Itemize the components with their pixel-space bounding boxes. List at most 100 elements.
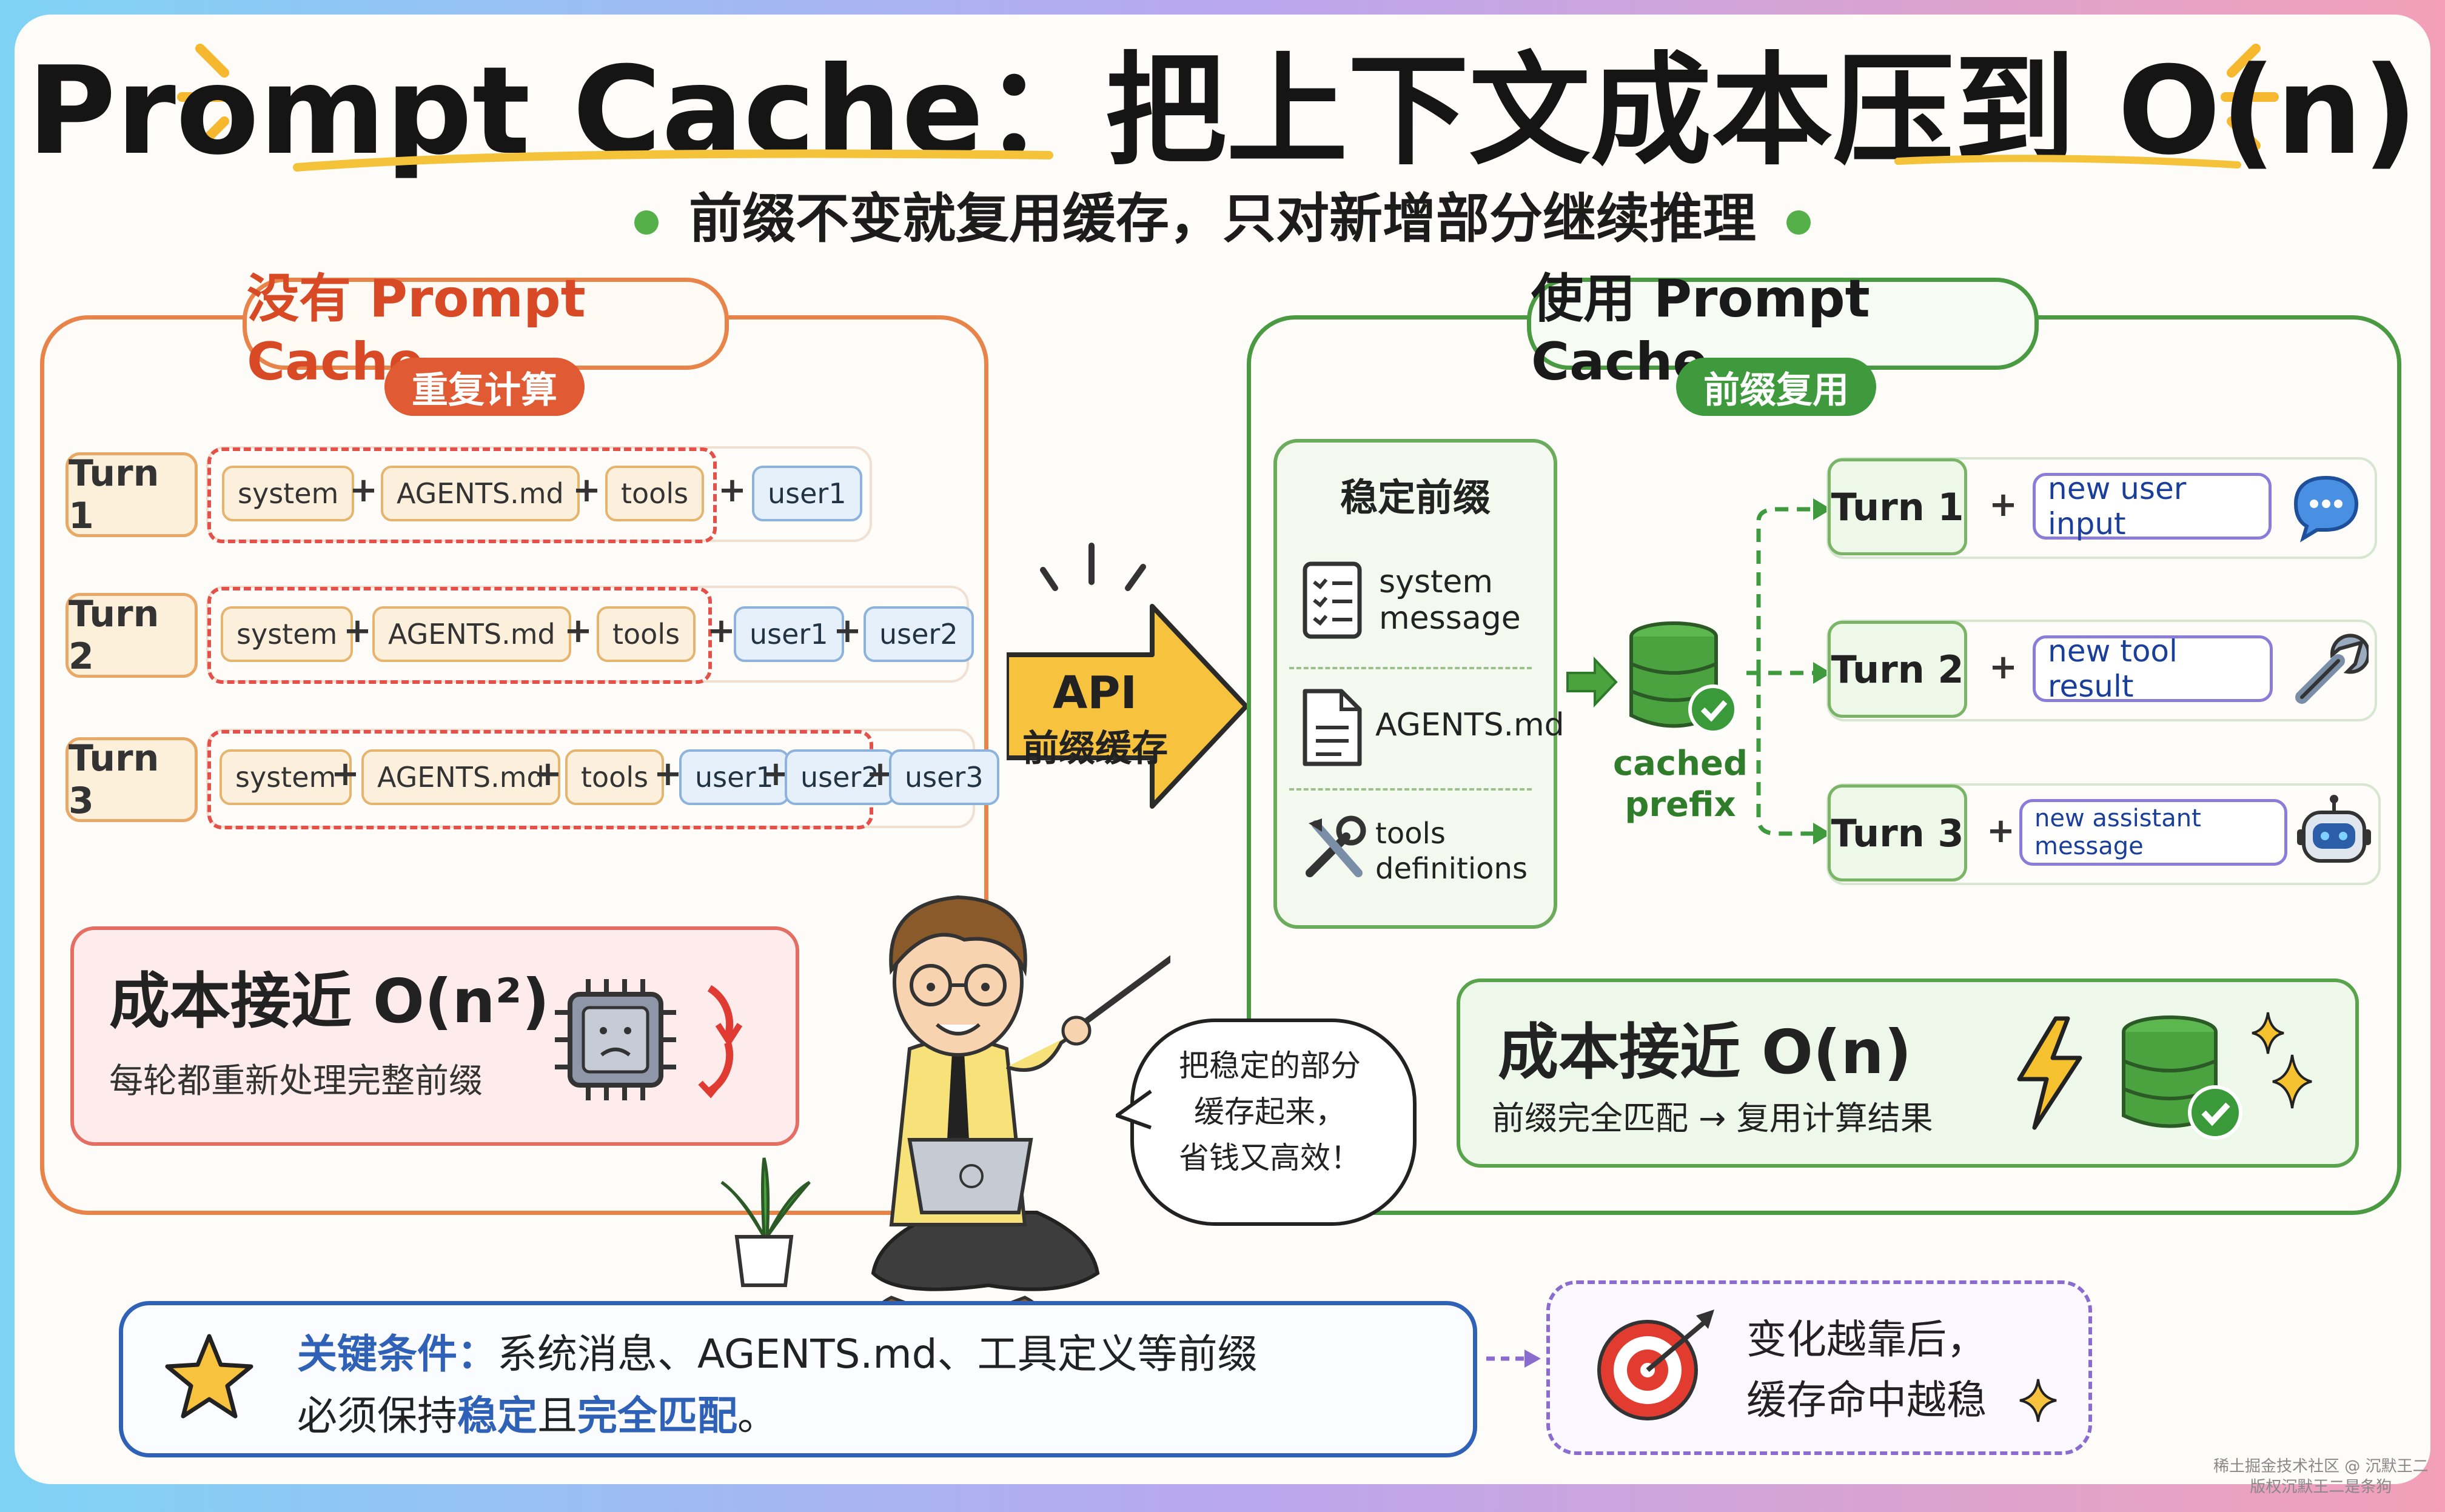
teacher-character (871, 895, 1170, 1322)
speech-line-2: 缓存起来， (1194, 1094, 1346, 1129)
lightning-icon (2017, 1016, 2082, 1130)
watermark-line-1: 稀土掘金技术社区 @ 沉默王二 (2213, 1457, 2429, 1476)
turn-2-label-right: Turn 2 (1828, 621, 1967, 718)
tag-with-cache: 使用 Prompt Cache (1527, 269, 2039, 392)
key-highlight-stable: 稳定 (457, 1393, 537, 1439)
plus: + (1987, 811, 2015, 851)
target-icon (1597, 1310, 1714, 1420)
database-check-icon (2122, 1015, 2242, 1140)
tip-line-1: 变化越靠后， (1746, 1316, 1987, 1363)
plus: + (654, 754, 682, 794)
wrench-icon (2295, 634, 2369, 704)
plus: + (718, 470, 746, 510)
tools-icon (1306, 815, 1366, 877)
subtitle: 前缀不变就复用缓存，只对新增部分继续推理 (0, 176, 2445, 253)
plus: + (572, 470, 601, 510)
bullet-dot (634, 210, 659, 235)
stable-prefix-title: 稳定前缀 (1340, 475, 1491, 520)
arrow-right-icon (1566, 656, 1618, 708)
cost-desc-quadratic: 每轮都重新处理完整前缀 (109, 1062, 483, 1101)
watermark-line-2: 版权沉默王二是条狗 (2250, 1478, 2392, 1496)
token-system: system (220, 749, 352, 805)
key-condition-box (119, 1301, 1477, 1457)
speech-line-1: 把稳定的部分 (1179, 1048, 1361, 1083)
token-system: system (221, 606, 354, 662)
plus: + (331, 754, 360, 794)
token-agents: AGENTS.md (381, 466, 580, 521)
key-text: 。 (737, 1393, 777, 1439)
key-text: 必须保持 (297, 1393, 457, 1439)
cost-box-quadratic (70, 926, 799, 1146)
cost-desc-linear: 前缀完全匹配 → 复用计算结果 (1492, 1099, 1933, 1137)
cached-label-l1: cached (1612, 744, 1748, 783)
sparkle-icon (2019, 1379, 2057, 1422)
token-tools: tools (597, 606, 696, 662)
subtitle-text: 前缀不变就复用缓存，只对新增部分继续推理 (688, 187, 1756, 250)
msg-new-tool-result: new tool result (2033, 634, 2273, 704)
plus: + (1989, 647, 2017, 687)
turn-1-label: Turn 1 (65, 452, 198, 537)
plus: + (343, 611, 372, 651)
api-arrow-icon (1007, 604, 1249, 809)
tip-text: 变化越靠后， 缓存命中越稳 (1746, 1310, 1987, 1431)
watermark: 稀土掘金技术社区 @ 沉默王二 版权沉默王二是条狗 (2213, 1456, 2429, 1497)
cached-prefix-label: cached prefix (1611, 743, 1750, 826)
token-user2: user2 (864, 606, 974, 662)
stressed-chip-icon (555, 979, 743, 1100)
key-line-2: 必须保持稳定且完全匹配。 (297, 1383, 777, 1442)
stable-item-agents: AGENTS.md (1375, 707, 1565, 743)
key-line-1: 关键条件：系统消息、AGENTS.md、工具定义等前缀 (297, 1322, 1258, 1380)
sparkle-left-icon (177, 44, 235, 150)
speech-text: 把稳定的部分 缓存起来， 省钱又高效！ (1130, 1043, 1409, 1181)
stable-item-tools-l1: tools (1375, 817, 1446, 851)
stable-item-system-l2: message (1379, 600, 1521, 637)
emphasis-lines-icon (1040, 543, 1146, 591)
prefix-dashed-box (207, 447, 717, 543)
plus: + (707, 611, 736, 651)
stable-item-tools-l2: definitions (1375, 852, 1528, 886)
api-sublabel: 前缀缓存 (1022, 728, 1168, 770)
plus: + (534, 754, 562, 794)
sparkle-right-icon (2221, 44, 2279, 150)
cost-title-quadratic: 成本接近 O(n²) (109, 966, 550, 1037)
token-user1: user1 (752, 466, 862, 521)
cached-label-l2: prefix (1625, 785, 1736, 825)
potted-plant-icon (720, 1157, 811, 1287)
document-icon (1303, 689, 1362, 766)
tag-no-cache: 没有 Prompt Cache (243, 269, 729, 392)
tip-line-2: 缓存命中越稳 (1746, 1377, 1987, 1423)
token-user2: user2 (785, 749, 895, 805)
stable-item-system: system message (1379, 564, 1521, 637)
key-label: 关键条件： (297, 1331, 497, 1377)
token-agents: AGENTS.md (361, 749, 560, 805)
document-list-icon (1303, 561, 1362, 639)
chat-bubble-icon (2293, 475, 2359, 543)
star-icon (165, 1334, 253, 1419)
msg-new-assistant-message: new assistant message (2019, 799, 2287, 866)
plus: + (833, 611, 862, 651)
turn-3-label: Turn 3 (65, 737, 198, 822)
pill-prefix-reuse: 前缀复用 (1676, 358, 1876, 416)
token-tools: tools (565, 749, 665, 805)
turn-2-label: Turn 2 (65, 593, 198, 678)
token-user1: user1 (734, 606, 844, 662)
divider (1289, 788, 1532, 791)
stable-item-tools: tools definitions (1375, 816, 1528, 886)
divider (1289, 667, 1532, 669)
arrow-right-icon (1486, 1350, 1541, 1368)
turn-1-label-right: Turn 1 (1828, 458, 1967, 555)
cost-title-linear: 成本接近 O(n) (1498, 1017, 1912, 1088)
title-underline (293, 149, 2241, 172)
pill-recompute: 重复计算 (384, 358, 585, 416)
stable-item-system-l1: system (1379, 564, 1493, 600)
plus: + (564, 611, 592, 651)
branch-arrows (1746, 498, 1831, 845)
key-line-1-text: 系统消息、AGENTS.md、工具定义等前缀 (497, 1331, 1258, 1377)
speech-line-3: 省钱又高效！ (1179, 1140, 1361, 1176)
prefix-dashed-box (207, 587, 712, 684)
stable-prefix-box (1273, 439, 1557, 929)
key-text: 且 (537, 1393, 577, 1439)
database-check-icon (1629, 621, 1738, 734)
sparkle-icon (2252, 1012, 2312, 1109)
speech-tail (1116, 1089, 1152, 1129)
